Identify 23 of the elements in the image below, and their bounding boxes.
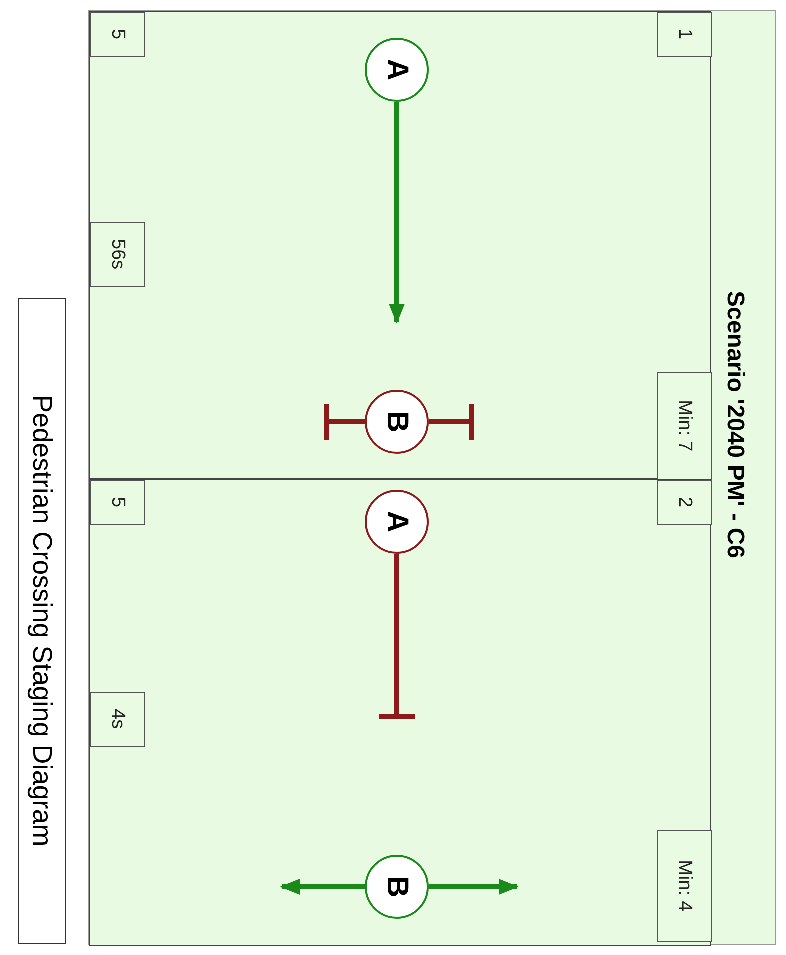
- phase-circle: B: [365, 855, 429, 919]
- phase-circle: A: [365, 38, 429, 102]
- stage-label: 5: [90, 12, 145, 57]
- movement-arrow: [429, 879, 519, 895]
- diagram-frame: [88, 10, 776, 945]
- stop-line: [324, 402, 365, 442]
- stage-label: 1: [657, 12, 712, 57]
- stage-label: Min: 4: [657, 830, 712, 942]
- stage-label: 56s: [90, 222, 145, 287]
- stage-label: 2: [657, 480, 712, 525]
- stage-label: Min: 7: [657, 372, 712, 480]
- movement-arrow: [280, 879, 365, 895]
- phase-circle: B: [365, 390, 429, 454]
- stage-label: 5: [90, 480, 145, 525]
- phase-circle: A: [365, 490, 429, 554]
- stage-panel: [89, 11, 711, 479]
- diagram-caption: Pedestrian Crossing Staging Diagram: [18, 298, 66, 944]
- stage-panel: [89, 479, 711, 946]
- movement-arrow: [389, 102, 405, 324]
- stop-line: [376, 554, 418, 720]
- stage-label: 4s: [90, 692, 145, 747]
- stop-line: [429, 402, 474, 442]
- frame-heading: Scenario '2040 PM' - C6: [721, 291, 749, 559]
